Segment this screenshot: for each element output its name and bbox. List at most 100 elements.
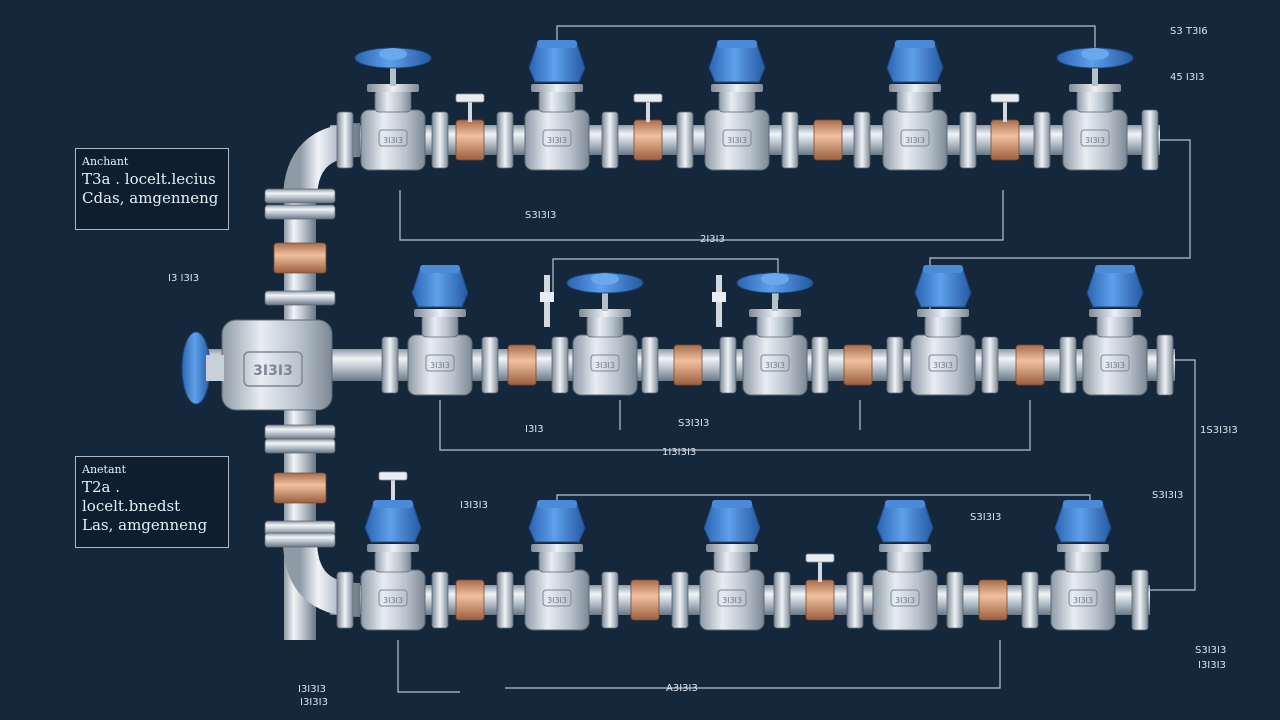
valve-nameplate <box>890 589 920 607</box>
legend-bottom-title: Anetant <box>82 463 127 476</box>
flange <box>886 336 904 394</box>
gauge-head <box>540 292 554 302</box>
valve: 3I3I3 <box>524 40 590 171</box>
flange <box>264 204 336 220</box>
valve-nameplate <box>378 589 408 607</box>
tap-head <box>633 93 663 103</box>
valve-collar <box>1057 544 1109 552</box>
blue-cap-handle <box>528 503 586 543</box>
flange <box>336 571 354 629</box>
valve-collar <box>749 309 801 317</box>
valve-stem <box>772 285 778 311</box>
valve: 3I3I3 <box>910 265 976 396</box>
valve: 3I3I3 <box>566 272 644 396</box>
flange <box>811 336 829 394</box>
blue-cap-top <box>923 265 963 273</box>
valve-stamp: 3I3I3 <box>547 596 567 605</box>
flange <box>1021 571 1039 629</box>
flange <box>1141 109 1159 171</box>
valve-collar <box>531 544 583 552</box>
valve-stamp: 3I3I3 <box>430 361 450 370</box>
blue-cap-handle <box>703 503 761 543</box>
blue-cap-top <box>537 40 577 48</box>
copper-coupling <box>990 119 1020 161</box>
valve-collar <box>889 84 941 92</box>
label-bottom-left-1: I3I3I3 <box>298 684 326 695</box>
valve-bonnet <box>886 549 924 573</box>
valve-nameplate <box>717 589 747 607</box>
label-right-mid-2: S3I3I3 <box>1152 490 1184 501</box>
label-bottom-mid: I3I3I3 <box>460 500 488 511</box>
valve-collar <box>1089 309 1141 317</box>
label-mid-c: 1I3I3I3 <box>662 447 697 458</box>
copper-coupling <box>455 119 485 161</box>
copper-coupling <box>978 579 1008 621</box>
valve-stamp: 3I3I3 <box>1105 361 1125 370</box>
flange <box>781 111 799 169</box>
handwheel-hub <box>591 273 619 285</box>
flange <box>959 111 977 169</box>
valve-nameplate <box>425 354 455 372</box>
tap-stem <box>391 478 395 500</box>
valve: 3I3I3 <box>524 500 590 631</box>
legend-top-line1: T3a . locelt.lecius <box>82 170 216 188</box>
blue-cap-top <box>712 500 752 508</box>
flange <box>264 532 336 548</box>
blue-cap-handle <box>914 268 972 308</box>
blue-cap-handle <box>708 43 766 83</box>
valve-nameplate <box>590 354 620 372</box>
valve-nameplate <box>542 129 572 147</box>
valve-nameplate <box>1100 354 1130 372</box>
tap-stem <box>646 100 650 122</box>
flange <box>381 336 399 394</box>
copper-coupling <box>633 119 663 161</box>
label-bottom-right-1: S3I3I3 <box>1195 645 1227 656</box>
flange <box>264 424 336 440</box>
label-top-right-1: S3 T3I6 <box>1170 26 1208 37</box>
flange <box>601 571 619 629</box>
blue-cap-handle <box>876 503 934 543</box>
valve-stamp: 3I3I3 <box>547 136 567 145</box>
flange <box>264 188 336 204</box>
flange <box>496 111 514 169</box>
flange <box>846 571 864 629</box>
label-left-mid: I3 I3I3 <box>168 273 200 284</box>
valve-bonnet <box>718 89 756 113</box>
valve-stamp: 3I3I3 <box>933 361 953 370</box>
label-mid-b: S3I3I3 <box>678 418 710 429</box>
valve-stem <box>1092 60 1098 86</box>
valve-collar <box>367 84 419 92</box>
handwheel-hub <box>1081 48 1109 60</box>
valve-stamp: 3I3I3 <box>1085 136 1105 145</box>
copper-coupling <box>843 344 873 386</box>
copper-coupling <box>813 119 843 161</box>
label-top-dim-2: 2I3I3 <box>700 234 725 245</box>
tap-head <box>990 93 1020 103</box>
handwheel-hub <box>379 48 407 60</box>
valve-collar <box>711 84 763 92</box>
valve-stem <box>390 60 396 86</box>
main-valve-stem <box>206 355 224 381</box>
label-bottom-right-2: I3I3I3 <box>1198 660 1226 671</box>
flange <box>719 336 737 394</box>
flange <box>1156 334 1174 396</box>
flange <box>1131 569 1149 631</box>
valve-stamp: 3I3I3 <box>383 136 403 145</box>
valve-bonnet <box>924 314 962 338</box>
valve: 3I3I3 <box>736 272 814 396</box>
valve-collar <box>414 309 466 317</box>
flange <box>336 111 354 169</box>
valve: 3I3I3 <box>882 40 948 171</box>
legend-top-title: Anchant <box>82 155 129 168</box>
tap-head <box>455 93 485 103</box>
handwheel-hub <box>761 273 789 285</box>
valve-bonnet <box>756 314 794 338</box>
valve-bonnet <box>713 549 751 573</box>
valve-stamp: 3I3I3 <box>383 596 403 605</box>
main-valve-plate <box>243 351 303 387</box>
copper-coupling <box>507 344 537 386</box>
tap-head <box>805 553 835 563</box>
tap-stem <box>1003 100 1007 122</box>
flange <box>1033 111 1051 169</box>
copper-coupling <box>673 344 703 386</box>
